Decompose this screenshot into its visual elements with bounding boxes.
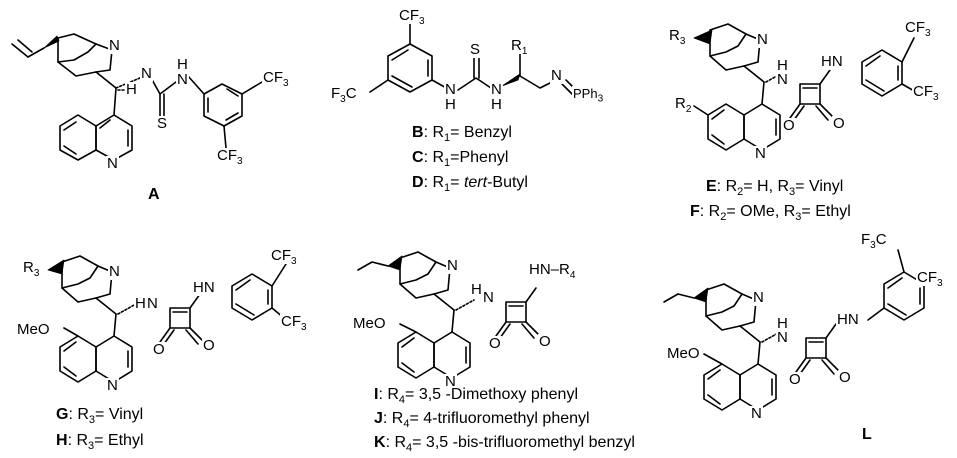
atom-o: O [838,369,852,386]
r1-group: R1 [510,37,529,57]
methoxy-group: MeO [666,345,701,362]
cf3-group: CF3 [904,19,932,39]
atom-n: N [550,67,563,84]
caption-d: D: R1= tert-Butyl [412,174,528,195]
methoxy-group: MeO [16,321,51,338]
hn-r4-group: HN–R4 [528,261,577,281]
r3-group: R3 [22,259,41,279]
structure-b [369,23,577,95]
f3c-group: F3C [330,85,358,105]
atom-n: N [146,295,159,312]
atom-n: N [776,71,789,88]
cf3-group: CF3 [262,69,290,89]
atom-o: O [538,333,552,350]
atom-n: N [776,329,789,346]
atom-n: N [754,145,767,162]
caption-j: J: R4= 4-trifluoromethyl phenyl [374,410,590,431]
caption-b: B: R1= Benzyl [412,124,512,145]
methoxy-group: MeO [352,315,387,332]
atom-o: O [152,341,166,358]
r2-group: R2 [674,95,693,115]
atom-n: N [756,31,769,48]
atom-h: H [134,295,147,312]
atom-n: N [446,257,459,274]
atom-n: N [140,65,153,82]
cf3-group: CF3 [270,247,298,267]
caption-i: I: R4= 3,5 -Dimethoxy phenyl [374,386,579,407]
atom-n: N [752,289,765,306]
structure-gh [47,255,287,383]
atom-h: H [490,96,503,113]
atom-n: N [176,71,189,88]
atom-o: O [782,117,796,134]
atom-s: S [156,115,169,132]
compound-a-label: A [148,186,160,203]
caption-g: G: R3= Vinyl [56,406,144,427]
caption-e: E: R2= H, R3= Vinyl [706,178,844,199]
atom-n: N [108,37,121,54]
atom-h: H [125,81,138,98]
atom-hn: HN [192,279,216,296]
atom-nh: H [776,57,789,74]
atom-o: O [202,337,216,354]
cf3-group: CF3 [916,269,944,289]
atom-o: O [488,335,502,352]
atom-n: N [490,81,503,98]
f3c-group: F3C [860,231,888,251]
atom-h: H [776,315,789,332]
atom-h: H [176,56,189,73]
atom-o: O [832,115,846,132]
pph3-group: PPh3 [572,86,605,105]
compound-l-label: L [862,426,872,443]
caption-k: K: R4= 3,5 -bis-trifluoromethyl benzyl [374,434,635,455]
atom-h: H [444,96,457,113]
caption-c: C: R1=Phenyl [412,149,509,170]
atom-n: N [444,81,457,98]
atom-n: N [108,263,121,280]
atom-n: N [106,155,119,172]
cf3-group: CF3 [398,7,426,27]
atom-h: H [470,281,483,298]
cf3-group: CF3 [216,147,244,167]
atom-hn: HN [836,311,860,328]
atom-n: N [482,289,495,306]
atom-hn: HN [820,53,844,70]
atom-s: S [469,41,482,58]
cf3-group: CF3 [280,313,308,333]
caption-f: F: R2= OMe, R3= Ethyl [690,203,851,224]
cf3-group: CF3 [912,83,940,103]
atom-o: O [788,371,802,388]
atom-n: N [444,373,457,390]
atom-n: N [106,377,119,394]
atom-n: N [750,405,763,422]
r3-group: R3 [668,27,687,47]
caption-h: H: R3= Ethyl [56,432,144,453]
structure-ef [693,23,917,151]
